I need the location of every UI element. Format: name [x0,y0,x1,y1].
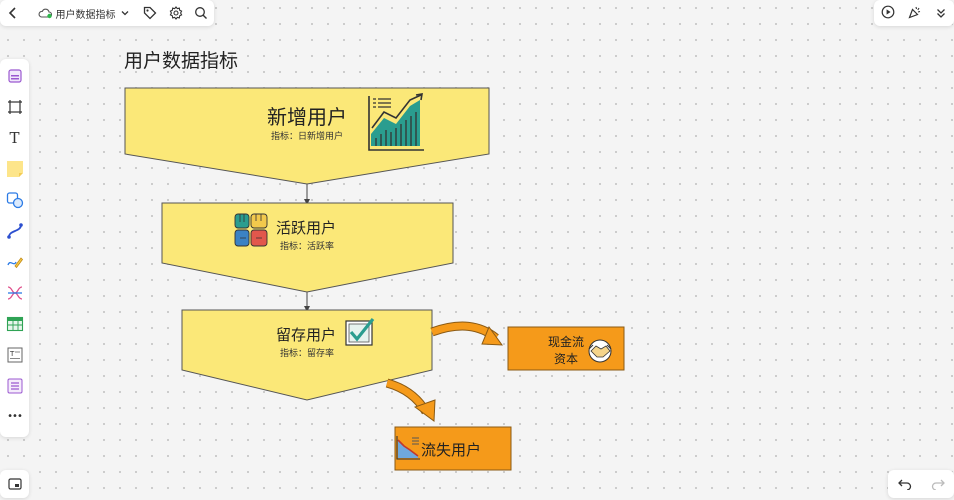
frame-tool[interactable] [4,96,26,118]
table-icon [6,316,23,331]
text-block-icon: T [7,347,22,363]
chevron-down-icon [121,11,128,16]
undo-button[interactable] [897,475,912,494]
arrow-to-cashflow-head [481,325,504,346]
search-button[interactable] [189,0,215,26]
doc-title-button[interactable]: 用户数据指标 [38,0,130,26]
churned-users-box[interactable] [394,426,512,471]
undo-icon [897,479,911,491]
template-tool[interactable] [4,65,26,87]
cashflow-label: 现金流 [548,335,585,349]
handshake-icon [588,339,612,363]
canvas-title: 用户数据指标 [124,50,239,72]
text-block-tool[interactable]: T [4,344,26,366]
shape-tool[interactable] [4,189,26,211]
sticky-note-tool[interactable] [4,158,26,180]
celebrate-button[interactable] [908,4,922,23]
undo-redo-bar [888,470,954,498]
shape-icon [6,192,23,209]
minimap-icon [7,478,22,490]
celebrate-icon [908,6,921,19]
present-button[interactable] [881,4,895,23]
mindmap-icon [7,286,22,300]
table-tool[interactable] [4,313,26,335]
new-users-metric: 指标：日新增用户 [271,132,344,142]
settings-button[interactable] [163,0,189,26]
list-icon [7,378,22,394]
collapse-button[interactable] [935,4,947,23]
minimap-button[interactable] [0,470,29,498]
growth-chart-icon [368,93,424,151]
retained-users-title: 留存用户 [276,326,337,344]
funnel-stage-new-users[interactable] [124,87,490,185]
connector-icon [6,223,23,239]
collapse-icon [937,8,946,18]
arrow-to-churn-head [413,399,436,422]
redo-button[interactable] [931,475,945,494]
active-users-title: 活跃用户 [276,219,337,237]
checkbox-icon [345,318,375,346]
new-users-title: 新增用户 [267,105,347,129]
doc-title: 用户数据指标 [55,9,116,21]
active-users-metric: 指标：活跃率 [280,242,335,252]
redo-icon [931,479,945,491]
cloud-icon [38,8,52,19]
template-icon [7,69,22,83]
pen-tool[interactable] [4,251,26,273]
tag-icon [144,6,157,20]
text-icon: T [9,128,20,147]
gear-icon [169,6,183,20]
decline-chart-icon [396,436,420,460]
pen-icon [6,257,23,269]
frame-icon [7,99,22,114]
left-toolbar: T T ••• [0,59,29,437]
mindmap-tool[interactable] [4,282,26,304]
churned-users-label: 流失用户 [421,441,482,459]
tag-button[interactable] [138,0,164,26]
back-button[interactable] [0,0,26,26]
sticky-note-icon [6,160,23,177]
list-tool[interactable] [4,375,26,397]
retained-users-metric: 指标：留存率 [280,349,335,359]
connector-tool[interactable] [4,220,26,242]
play-icon [881,5,895,18]
more-tool[interactable]: ••• [4,406,26,428]
top-toolbar: 用户数据指标 [0,0,214,26]
chevron-left-icon [8,7,16,19]
more-icon: ••• [7,411,23,423]
capital-label: 资本 [554,352,579,366]
svg-text:T: T [9,350,15,358]
text-tool[interactable]: T [4,127,26,149]
search-icon [195,7,208,19]
top-right-toolbar [874,0,954,26]
hands-icon [234,213,268,247]
